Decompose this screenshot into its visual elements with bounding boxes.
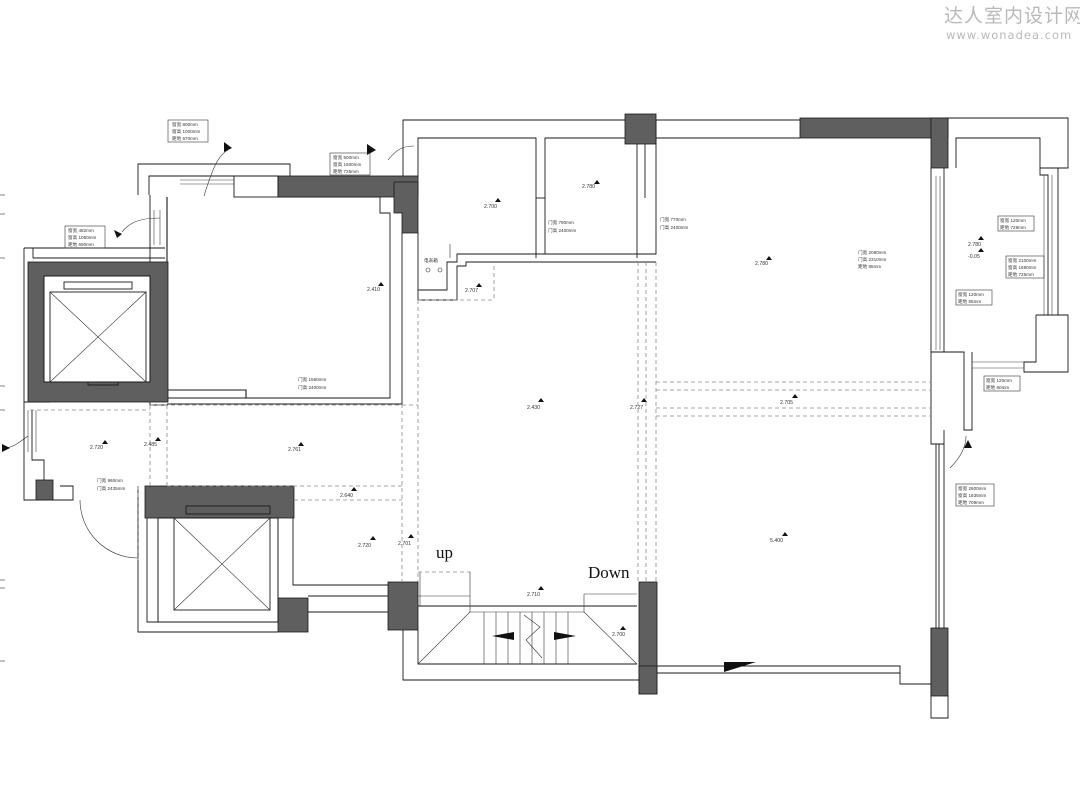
structural-columns xyxy=(27,113,949,697)
svg-text:2.720: 2.720 xyxy=(90,445,103,451)
svg-text:窗高 1050mm: 窗高 1050mm xyxy=(68,234,97,241)
svg-text:距地 725mm: 距地 725mm xyxy=(1008,271,1034,277)
svg-text:2.410: 2.410 xyxy=(367,287,380,293)
svg-text:窗宽 482mm: 窗宽 482mm xyxy=(68,227,94,234)
level-mark: 2.430 xyxy=(527,398,544,411)
watermark-title: 达人室内设计网 xyxy=(944,5,1080,27)
svg-text:距地 690mm: 距地 690mm xyxy=(68,241,94,247)
level-mark: 2.710 xyxy=(527,586,544,598)
svg-text:门宽 960mm: 门宽 960mm xyxy=(97,477,123,484)
svg-text:2.780: 2.780 xyxy=(968,242,981,248)
level-mark: 2.780 xyxy=(968,236,984,248)
svg-text:窗高 1635mm: 窗高 1635mm xyxy=(958,492,987,499)
elevator-lower xyxy=(157,505,279,623)
windows xyxy=(27,175,1053,452)
svg-text:2.720: 2.720 xyxy=(358,543,371,549)
svg-text:2.640: 2.640 xyxy=(340,493,353,499)
stair-up-label: up xyxy=(436,543,453,562)
svg-text:-0.05: -0.05 xyxy=(968,254,980,260)
level-mark: 2.485 xyxy=(144,437,161,448)
svg-text:2.430: 2.430 xyxy=(527,405,540,411)
level-mark: 2.720 xyxy=(358,536,376,549)
svg-text:距地 728mm: 距地 728mm xyxy=(1000,224,1026,230)
svg-text:距地 670mm: 距地 670mm xyxy=(172,135,198,141)
svg-text:2.700: 2.700 xyxy=(484,204,497,210)
level-mark: 2.761 xyxy=(288,442,304,453)
level-mark: 2.700 xyxy=(612,626,626,638)
level-mark: 2.640 xyxy=(340,487,357,499)
level-mark: 2.700 xyxy=(484,198,501,210)
svg-text:2.780: 2.780 xyxy=(755,261,768,267)
svg-text:门宽 770mm: 门宽 770mm xyxy=(660,216,686,223)
svg-text:距地 85mm: 距地 85mm xyxy=(958,298,981,304)
staircase xyxy=(417,572,756,672)
dashed-lines xyxy=(30,262,931,582)
svg-text:2.707: 2.707 xyxy=(465,288,478,294)
svg-text:门高 2400mm: 门高 2400mm xyxy=(660,224,689,231)
svg-text:距地 725mm: 距地 725mm xyxy=(333,168,359,174)
level-mark: 2.780 xyxy=(582,180,600,190)
svg-text:窗宽 120mm: 窗宽 120mm xyxy=(958,291,984,298)
watermark-url: www.wonadea.com xyxy=(946,28,1072,42)
door-swings xyxy=(2,142,972,559)
svg-text:窗宽 500mm: 窗宽 500mm xyxy=(333,154,359,161)
edge-ticks xyxy=(0,194,5,662)
level-mark: 2.410 xyxy=(367,282,384,293)
svg-text:2.710: 2.710 xyxy=(527,592,540,598)
svg-text:2.780: 2.780 xyxy=(582,184,595,190)
level-mark: 2.705 xyxy=(780,394,798,406)
level-mark: 2.780 xyxy=(755,256,772,267)
svg-text:2.485: 2.485 xyxy=(144,442,157,448)
svg-text:门高 2400mm: 门高 2400mm xyxy=(298,384,327,391)
dimension-notes: 窗宽 800mm 窗高 1000mm 距地 670mm 窗宽 500mm 窗高 … xyxy=(64,119,1045,507)
svg-text:2.727: 2.727 xyxy=(630,405,643,411)
svg-text:窗高 1000mm: 窗高 1000mm xyxy=(172,128,201,135)
svg-text:门高 2310mm: 门高 2310mm xyxy=(858,256,887,263)
svg-text:距地 85mm: 距地 85mm xyxy=(858,263,881,269)
level-mark: 2.727 xyxy=(630,398,647,411)
svg-text:2.700: 2.700 xyxy=(612,632,625,638)
svg-text:门宽 2080mm: 门宽 2080mm xyxy=(858,249,887,256)
level-mark: 5.400 xyxy=(770,532,788,544)
svg-text:窗高 1690mm: 窗高 1690mm xyxy=(1008,264,1037,271)
svg-text:距地 709mm: 距地 709mm xyxy=(958,499,984,505)
level-mark: 2.720 xyxy=(90,440,108,451)
svg-text:门宽 790mm: 门宽 790mm xyxy=(548,219,574,226)
svg-text:2.705: 2.705 xyxy=(780,400,793,406)
elevator-upper xyxy=(49,281,147,386)
exterior-walls xyxy=(23,117,1069,719)
level-mark: -0.05 xyxy=(968,248,984,260)
svg-text:窗宽 120mm: 窗宽 120mm xyxy=(986,377,1012,384)
svg-text:5.400: 5.400 xyxy=(770,538,783,544)
level-mark: 2.701 xyxy=(398,534,414,547)
svg-text:窗宽 2100mm: 窗宽 2100mm xyxy=(1008,257,1037,264)
svg-text:门高 2435mm: 门高 2435mm xyxy=(97,485,126,492)
svg-text:2.761: 2.761 xyxy=(288,447,301,453)
svg-text:门高 2400mm: 门高 2400mm xyxy=(548,227,577,234)
svg-text:距地 60mm: 距地 60mm xyxy=(986,384,1009,390)
stair-down-label: Down xyxy=(588,563,630,582)
svg-text:窗宽 120mm: 窗宽 120mm xyxy=(1000,217,1026,224)
level-marks: 2.700 2.780 2.410 2.707 2.780 2.720 2.48… xyxy=(90,180,984,638)
svg-text:窗高 1500mm: 窗高 1500mm xyxy=(333,161,362,168)
svg-text:窗宽 2600mm: 窗宽 2600mm xyxy=(958,485,987,492)
svg-text:2.701: 2.701 xyxy=(398,541,411,547)
svg-text:电表箱: 电表箱 xyxy=(424,257,438,264)
svg-text:门宽 1560mm: 门宽 1560mm xyxy=(298,376,327,383)
level-mark: 2.707 xyxy=(465,283,482,294)
svg-text:窗宽 800mm: 窗宽 800mm xyxy=(172,121,198,128)
